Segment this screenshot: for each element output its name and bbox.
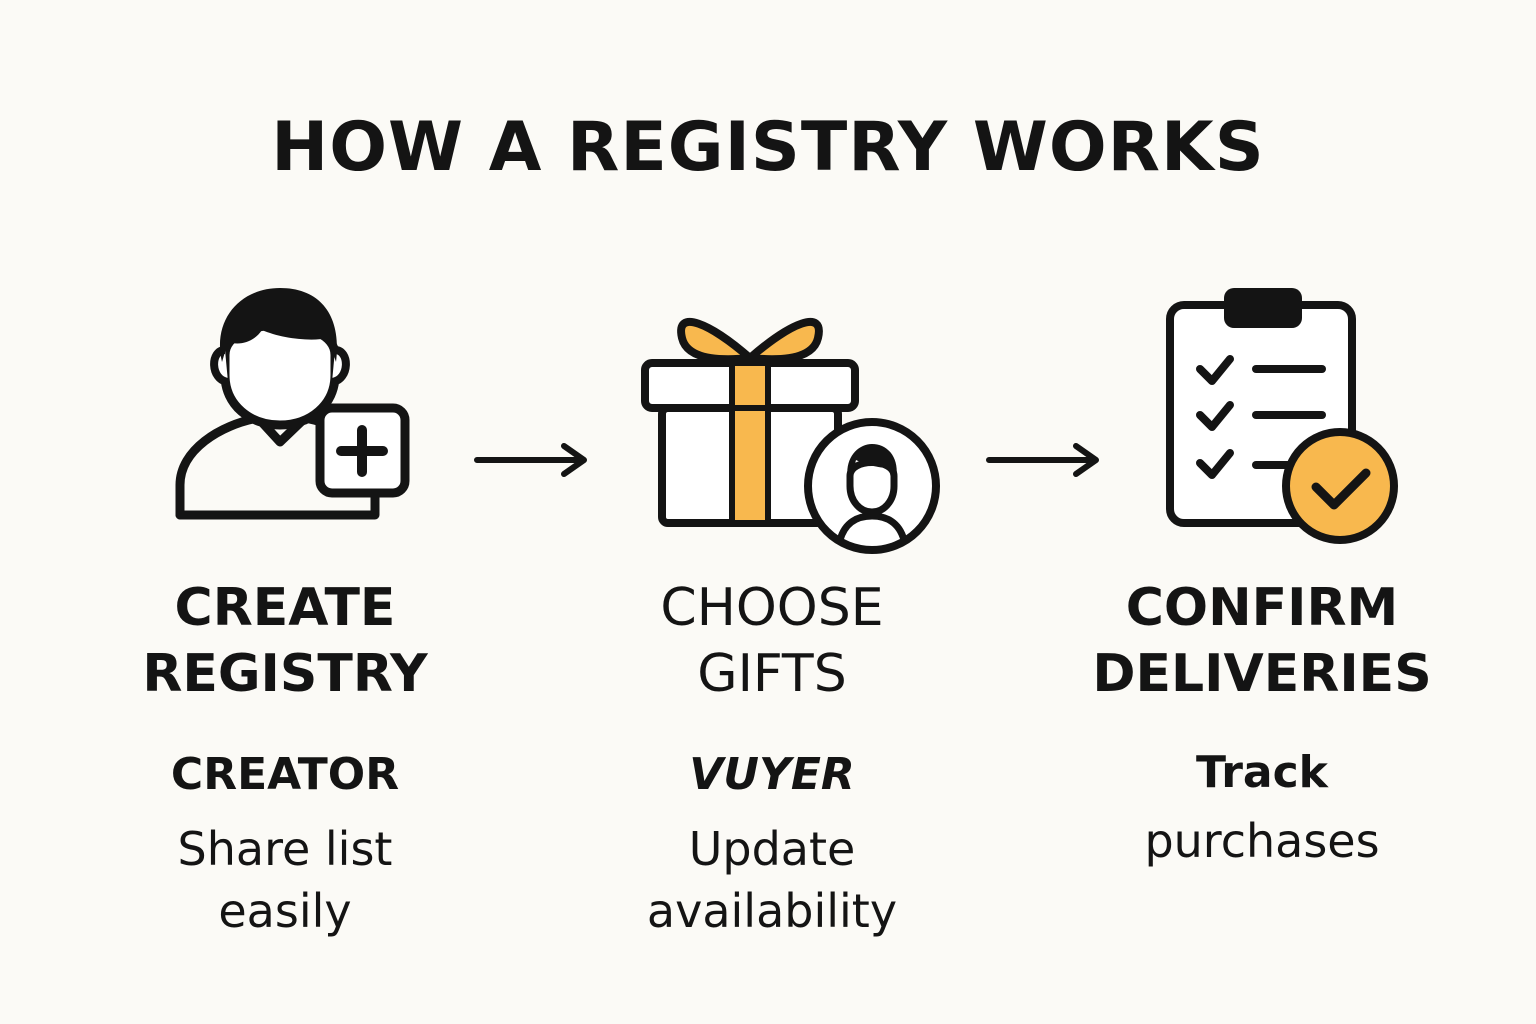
step-title: CHOOSE GIFTS [660, 578, 884, 704]
step-role: VUYER [689, 749, 855, 800]
step-description: Share list easily [177, 822, 393, 938]
arrow-right-icon [474, 443, 587, 477]
step-title: CREATE REGISTRY [142, 578, 428, 704]
step-role: CREATOR [170, 749, 400, 800]
person-add-icon [175, 288, 410, 520]
step-role: Track [1196, 747, 1328, 798]
diagram-title: HOW A REGISTRY WORKS [271, 108, 1265, 187]
gift-user-icon [641, 318, 940, 554]
step-description: Update availability [646, 822, 898, 938]
step-title: CONFIRM DELIVERIES [1092, 578, 1432, 704]
clipboard-check-icon [1166, 288, 1398, 544]
arrow-right-icon [986, 443, 1099, 477]
step-description: purchases [1144, 814, 1380, 868]
